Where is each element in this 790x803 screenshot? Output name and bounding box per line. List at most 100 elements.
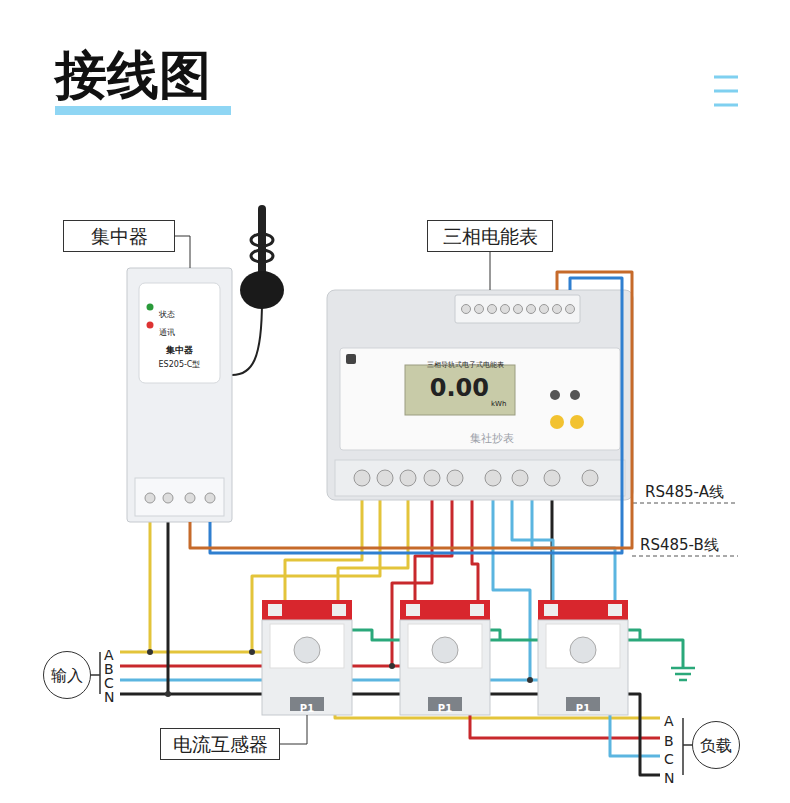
antenna bbox=[258, 205, 266, 277]
phase-label: A bbox=[104, 648, 114, 662]
phase-wires bbox=[120, 694, 660, 775]
callout-box: 集中器 bbox=[63, 220, 175, 252]
current-transformer-body bbox=[294, 637, 320, 663]
junction-dot bbox=[389, 663, 395, 669]
antenna bbox=[251, 234, 273, 246]
junction-dot bbox=[249, 649, 255, 655]
signal-label: RS485-B线 bbox=[640, 536, 719, 554]
node-label: 电流互感器 bbox=[173, 733, 268, 756]
null bbox=[475, 305, 484, 314]
leader-line bbox=[175, 236, 190, 268]
node-label: 三相导轨式电子式电能表 bbox=[427, 361, 504, 370]
null bbox=[462, 305, 575, 314]
rs485-leader bbox=[632, 556, 738, 557]
antenna bbox=[240, 271, 284, 309]
phase-label: B bbox=[664, 734, 674, 748]
current-transformer-body bbox=[408, 624, 482, 668]
concentrator-housing bbox=[185, 493, 195, 503]
ground-symbol bbox=[671, 668, 695, 680]
node-label: P1 bbox=[438, 702, 452, 716]
meter-housing bbox=[570, 415, 584, 429]
phase-label: C bbox=[104, 676, 114, 690]
phase-label: N bbox=[664, 771, 674, 785]
null bbox=[512, 470, 528, 486]
antenna bbox=[232, 205, 284, 375]
diagram-title: 接线图 bbox=[55, 46, 211, 104]
phase-label: A bbox=[664, 714, 674, 728]
current-transformer: P1 bbox=[538, 600, 628, 715]
meter-housing bbox=[346, 354, 356, 364]
current-transformer-body bbox=[268, 604, 282, 616]
null bbox=[540, 305, 549, 314]
concentrator-housing bbox=[147, 304, 154, 311]
null bbox=[544, 470, 560, 486]
meter-housing bbox=[327, 290, 633, 500]
null bbox=[485, 470, 501, 486]
junction-dot bbox=[147, 649, 153, 655]
current-transformer-body bbox=[544, 604, 558, 616]
null bbox=[514, 305, 523, 314]
rs485-wire bbox=[210, 278, 622, 553]
null bbox=[354, 470, 598, 486]
null bbox=[527, 305, 536, 314]
null bbox=[400, 470, 416, 486]
null bbox=[553, 305, 562, 314]
current-transformer-body bbox=[538, 600, 628, 620]
meter-housing bbox=[550, 390, 560, 400]
current-transformer-body bbox=[546, 624, 620, 668]
meter-housing bbox=[340, 348, 620, 450]
phase-label: N bbox=[104, 690, 114, 704]
null bbox=[582, 470, 598, 486]
callout-box: 三相电能表 bbox=[427, 220, 553, 252]
phase-wires bbox=[345, 630, 683, 668]
current-transformer-body bbox=[262, 600, 628, 715]
node-label: 0.00 bbox=[430, 374, 489, 402]
title-underline bbox=[55, 106, 231, 115]
node-label: ES205-C型 bbox=[159, 360, 201, 370]
current-transformer-body bbox=[400, 620, 490, 715]
current-transformer-body bbox=[262, 600, 352, 620]
current-transformer-body bbox=[270, 624, 344, 668]
current-transformer-body bbox=[570, 637, 596, 663]
meter-housing bbox=[455, 295, 580, 323]
phase-wires bbox=[149, 522, 152, 652]
concentrator-housing bbox=[205, 493, 215, 503]
electric-meter: 三相导轨式电子式电能表0.00kWh bbox=[327, 290, 633, 500]
current-transformer-body bbox=[432, 637, 458, 663]
meter-housing bbox=[550, 415, 564, 429]
concentrator-device: 状态通讯集中器ES205-C型 bbox=[127, 268, 232, 522]
rs485-leader bbox=[633, 503, 738, 504]
title-underline bbox=[55, 106, 231, 115]
node-label: 通讯 bbox=[159, 328, 175, 338]
leader-line bbox=[490, 252, 491, 290]
current-transformer-body bbox=[262, 620, 352, 715]
current-transformer-body bbox=[470, 604, 484, 616]
rs485-wire bbox=[190, 272, 632, 548]
meter-housing bbox=[327, 290, 633, 500]
meter-housing bbox=[405, 365, 515, 415]
node-label: P1 bbox=[576, 702, 590, 716]
antenna bbox=[232, 300, 262, 375]
current-transformer-body bbox=[406, 604, 420, 616]
meter-housing bbox=[335, 460, 625, 496]
node-label: 三相电能表 bbox=[443, 225, 538, 248]
node-label: P1 bbox=[300, 702, 314, 716]
signal-label: RS485-A线 bbox=[645, 483, 724, 501]
phase-label: B bbox=[104, 662, 114, 676]
null bbox=[424, 470, 440, 486]
current-transformer-body bbox=[332, 604, 346, 616]
menu-icon bbox=[714, 77, 738, 105]
junction-dot bbox=[527, 677, 533, 683]
phase-wires bbox=[167, 522, 170, 694]
concentrator-housing bbox=[127, 268, 232, 522]
current-transformer: P1 bbox=[262, 600, 352, 715]
concentrator-housing bbox=[163, 493, 173, 503]
ground-symbol bbox=[671, 668, 695, 680]
node-label: 状态 bbox=[159, 310, 175, 320]
rs485-leader bbox=[632, 503, 738, 556]
phase-wires bbox=[120, 500, 683, 775]
phase-wires bbox=[532, 500, 615, 600]
terminal-circle: 输入 bbox=[43, 651, 91, 699]
